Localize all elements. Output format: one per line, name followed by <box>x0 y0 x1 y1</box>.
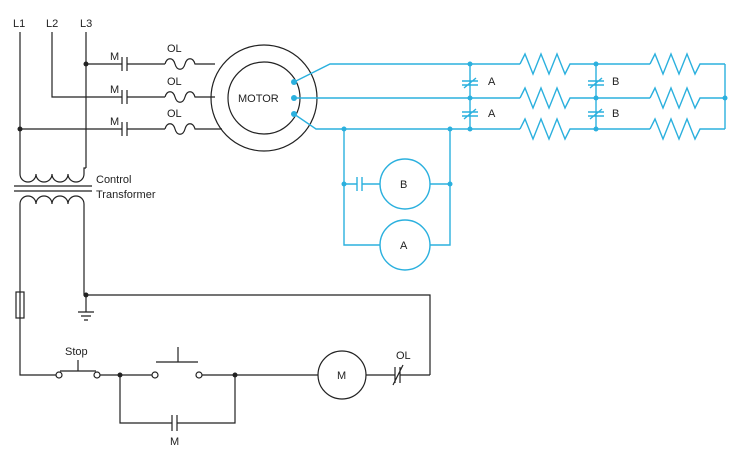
overload-2-label: OL <box>167 76 182 88</box>
rotor-circuit <box>293 52 726 271</box>
rotor-junction-dots <box>291 61 728 187</box>
stop-button-label: Stop <box>65 346 88 358</box>
ground-icon <box>78 295 94 321</box>
contactor-coil-b <box>379 158 431 210</box>
contactor-b-top-label: B <box>612 76 619 88</box>
main-contact-m-3-label: M <box>110 116 119 128</box>
overload-3-label: OL <box>167 108 182 120</box>
contactor-a-bottom-label: A <box>488 108 496 120</box>
control-circuit <box>19 318 430 431</box>
l2-label: L2 <box>46 18 58 30</box>
contactor-coil-a-label: A <box>400 240 408 252</box>
contactor-a-top-label: A <box>488 76 496 88</box>
main-contact-m-1-label: M <box>110 51 119 63</box>
l3-label: L3 <box>80 18 92 30</box>
control-transformer <box>14 167 431 375</box>
ol-contact-label: OL <box>396 350 411 362</box>
l1-label: L1 <box>13 18 25 30</box>
transformer-label-line1: Control <box>96 174 131 186</box>
junction-dot <box>83 61 89 67</box>
supply-lines <box>19 32 122 168</box>
junction-dot <box>117 372 123 378</box>
junction-dot <box>17 126 23 132</box>
main-contact-m-2-label: M <box>110 84 119 96</box>
junction-dot <box>232 372 238 378</box>
coil-m-label: M <box>337 370 346 382</box>
main-contact-m-2 <box>121 90 165 104</box>
contactor-b-bottom-label: B <box>612 108 619 120</box>
overload-heater-2 <box>164 91 215 103</box>
motor-label: MOTOR <box>238 93 279 105</box>
main-contact-m-1 <box>121 57 165 71</box>
main-contact-m-3 <box>121 122 165 136</box>
holding-contact-label: M <box>170 436 179 448</box>
contactor-coil-a <box>379 219 431 271</box>
transformer-label-line2: Transformer <box>96 189 156 201</box>
fuse-icon <box>15 291 25 319</box>
overload-1-label: OL <box>167 43 182 55</box>
overload-heater-3 <box>164 123 222 135</box>
overload-heater-1 <box>164 58 215 70</box>
contactor-coil-b-label: B <box>400 179 407 191</box>
